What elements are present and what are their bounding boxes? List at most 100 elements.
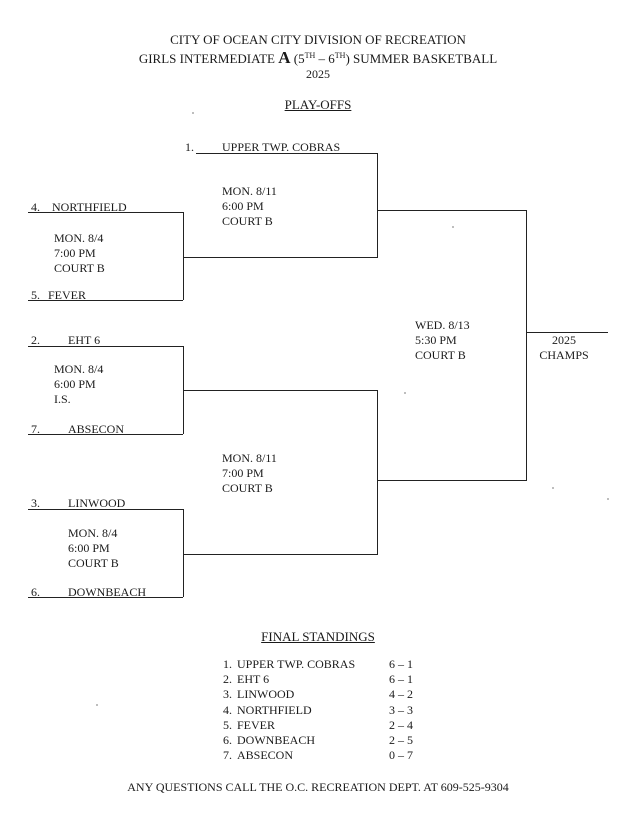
standings-record: 4 – 2	[389, 687, 413, 702]
game-2v7-court: I.S.	[54, 392, 71, 406]
game-3v6-time: 6:00 PM	[68, 541, 110, 555]
header-year: 2025	[306, 67, 330, 81]
seed2-team: EHT 6	[68, 333, 101, 347]
standings-team: NORTHFIELD	[237, 702, 312, 717]
standings-rank: 7.	[223, 748, 232, 763]
game-4v5-day: MON. 8/4	[54, 231, 104, 245]
semi-bottom-day: MON. 8/11	[222, 451, 277, 465]
semi-top-info: MON. 8/11 6:00 PM COURT B	[222, 184, 277, 229]
bracket-line-seed1	[196, 153, 377, 154]
bracket-line-seed5	[28, 300, 183, 301]
standings-row: 7. ABSECON 0 – 7	[223, 748, 413, 763]
standings-record: 6 – 1	[389, 672, 413, 687]
seed1-team: UPPER TWP. COBRAS	[222, 140, 341, 154]
seed3-number: 3.	[31, 496, 40, 510]
scan-speck	[452, 226, 454, 228]
seed5-number: 5.	[31, 288, 40, 302]
bracket-line-top-semi-winner	[377, 210, 526, 211]
standings-rank: 6.	[223, 732, 232, 747]
game-4v5-time: 7:00 PM	[54, 246, 96, 260]
standings-row: 1. UPPER TWP. COBRAS 6 – 1	[223, 657, 413, 672]
game-2v7-time: 6:00 PM	[54, 377, 96, 391]
standings-rank: 3.	[223, 687, 232, 702]
standings-team: FEVER	[237, 717, 276, 732]
standings-record: 6 – 1	[389, 657, 413, 671]
bracket-line-3v6-winner	[183, 554, 377, 555]
semi-bottom-info: MON. 8/11 7:00 PM COURT B	[222, 451, 277, 496]
game-4v5-info: MON. 8/4 7:00 PM COURT B	[54, 231, 105, 276]
champ-year: 2025	[552, 333, 576, 347]
bracket-line-seed7	[28, 434, 183, 435]
standings-team: DOWNBEACH	[237, 732, 315, 747]
header-org: CITY OF OCEAN CITY DIVISION OF RECREATIO…	[170, 32, 466, 47]
game-3v6-day: MON. 8/4	[68, 526, 118, 540]
standings-rank: 4.	[223, 702, 232, 717]
standings-record: 2 – 4	[389, 717, 413, 732]
semi-top-time: 6:00 PM	[222, 199, 264, 213]
bracket-line-seed4	[28, 212, 183, 213]
bracket-line-seed3	[28, 509, 183, 510]
scan-speck	[192, 112, 194, 114]
bracket-line-3v6	[183, 509, 184, 597]
bracket-line-bottom-semi	[377, 390, 378, 555]
standings-team: UPPER TWP. COBRAS	[237, 657, 356, 671]
final-court: COURT B	[415, 348, 466, 362]
scan-speck	[552, 487, 554, 489]
playoffs-title: PLAY-OFFS	[284, 97, 352, 112]
bracket-line-seed2	[28, 346, 183, 347]
final-time: 5:30 PM	[415, 333, 457, 347]
standings-row: 4. NORTHFIELD 3 – 3	[223, 703, 413, 718]
game-4v5-court: COURT B	[54, 261, 105, 275]
standings-list: 1. UPPER TWP. COBRAS 6 – 1 2. EHT 6 6 – 1 3.…	[223, 657, 413, 763]
standings-row: 3. LINWOOD 4 – 2	[223, 687, 413, 702]
bracket-line-final	[526, 210, 527, 481]
scan-speck	[404, 392, 406, 394]
semi-top-court: COURT B	[222, 214, 273, 228]
seed4-team: NORTHFIELD	[52, 200, 127, 214]
seed6-team: DOWNBEACH	[68, 585, 146, 599]
footer-contact: ANY QUESTIONS CALL THE O.C. RECREATION D…	[127, 780, 509, 794]
seed1-number: 1.	[185, 140, 194, 154]
game-3v6-info: MON. 8/4 6:00 PM COURT B	[68, 526, 119, 571]
standings-record: 0 – 7	[389, 748, 413, 763]
standings-title: FINAL STANDINGS	[261, 629, 375, 644]
seed7-team: ABSECON	[68, 422, 125, 436]
standings-team: EHT 6	[237, 672, 270, 687]
game-3v6-court: COURT B	[68, 556, 119, 570]
bracket-line-seed6	[28, 597, 183, 598]
seed2-number: 2.	[31, 333, 40, 347]
standings-record: 2 – 5	[389, 732, 413, 747]
seed4-number: 4.	[31, 200, 40, 214]
standings-rank: 5.	[223, 717, 232, 732]
scan-speck	[96, 704, 98, 706]
semi-bottom-time: 7:00 PM	[222, 466, 264, 480]
standings-row: 5. FEVER 2 – 4	[223, 718, 413, 733]
seed7-number: 7.	[31, 422, 40, 436]
game-2v7-day: MON. 8/4	[54, 362, 104, 376]
semi-bottom-court: COURT B	[222, 481, 273, 495]
standings-rank: 2.	[223, 672, 232, 687]
seed6-number: 6.	[31, 585, 40, 599]
standings-rank: 1.	[223, 657, 232, 671]
scan-speck	[607, 498, 609, 500]
standings-record: 3 – 3	[389, 702, 413, 717]
bracket-line-2v7-winner	[183, 390, 377, 391]
game-2v7-info: MON. 8/4 6:00 PM I.S.	[54, 362, 103, 407]
standings-row: 6. DOWNBEACH 2 – 5	[223, 733, 413, 748]
bracket-line-4v5-winner	[183, 257, 377, 258]
final-info: WED. 8/13 5:30 PM COURT B	[415, 318, 470, 363]
standings-row: 2. EHT 6 6 – 1	[223, 672, 413, 687]
bracket-line-4v5	[183, 212, 184, 300]
champ-text: CHAMPS	[539, 348, 589, 362]
standings-team: LINWOOD	[237, 687, 295, 702]
seed3-team: LINWOOD	[68, 496, 126, 510]
final-day: WED. 8/13	[415, 318, 470, 332]
bracket-line-bottom-semi-winner	[377, 480, 526, 481]
champ-label: 2025 CHAMPS	[538, 333, 590, 363]
bracket-line-top-semi	[377, 153, 378, 258]
semi-top-day: MON. 8/11	[222, 184, 277, 198]
seed5-team: FEVER	[48, 288, 87, 302]
header-division: GIRLS INTERMEDIATE A (5TH – 6TH) SUMMER …	[138, 48, 498, 67]
bracket-line-champ	[526, 332, 608, 333]
standings-team: ABSECON	[237, 748, 294, 763]
